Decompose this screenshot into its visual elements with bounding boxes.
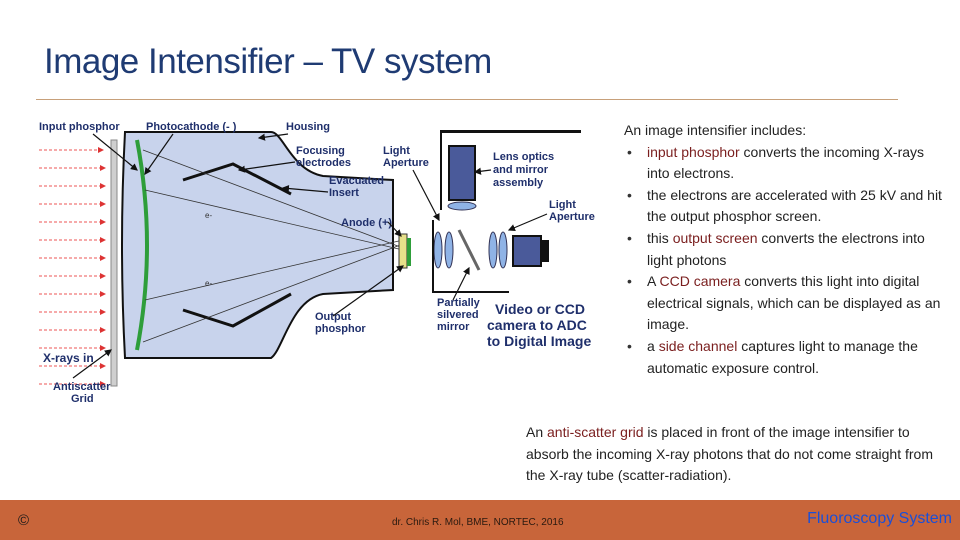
side-lens bbox=[447, 201, 477, 211]
list-item: • A CCD camera converts this light into d… bbox=[624, 271, 944, 336]
paragraph-pre: An bbox=[526, 424, 548, 440]
bullet-dot-icon: • bbox=[627, 337, 632, 354]
label-video-2: camera to ADC bbox=[487, 317, 587, 333]
copyright-icon: © bbox=[18, 512, 30, 529]
highlight-term: input phosphor bbox=[647, 143, 740, 160]
electron-symbol-1: e- bbox=[205, 211, 212, 220]
label-output-2: phosphor bbox=[315, 323, 366, 335]
list-intro: An image intensifier includes: bbox=[624, 122, 807, 138]
label-partially-3: mirror bbox=[437, 321, 470, 333]
label-output-1: Output bbox=[315, 311, 351, 323]
highlight-term: side channel bbox=[658, 337, 738, 354]
output-phosphor bbox=[407, 238, 411, 266]
anode bbox=[398, 233, 408, 269]
xray-arrows bbox=[39, 147, 106, 387]
antiscatter-paragraph: An anti-scatter grid is placed in front … bbox=[526, 422, 948, 487]
label-focusing-1: Focusing bbox=[296, 145, 345, 157]
list-item-text: captures light to manage the automatic e… bbox=[647, 337, 918, 376]
main-camera-back bbox=[541, 240, 549, 262]
label-video-3: to Digital Image bbox=[487, 333, 591, 349]
list-item: • a side channel captures light to manage… bbox=[624, 336, 944, 379]
lens-1 bbox=[433, 231, 443, 269]
label-light-aperture-2b: Aperture bbox=[549, 211, 595, 223]
label-anode: Anode (+) bbox=[341, 217, 392, 229]
title-divider bbox=[36, 99, 898, 100]
optics-housing bbox=[432, 220, 509, 293]
antiscatter-grid bbox=[110, 139, 118, 387]
highlight-term: output screen bbox=[672, 229, 758, 246]
label-photocathode: Photocathode (- ) bbox=[146, 121, 237, 133]
list-item: • the electrons are accelerated with 25 k… bbox=[624, 185, 944, 228]
bullet-dot-icon: • bbox=[627, 143, 632, 160]
label-lens-3: assembly bbox=[493, 177, 544, 189]
label-evacuated-1: Evacuated bbox=[329, 175, 384, 187]
electron-symbol-2: e- bbox=[205, 279, 212, 288]
label-antiscatter-2: Grid bbox=[71, 393, 94, 405]
light-aperture-frame bbox=[441, 130, 581, 133]
label-light-aperture-1b: Aperture bbox=[383, 157, 429, 169]
label-antiscatter-1: Antiscatter bbox=[53, 381, 111, 393]
label-input-phosphor: Input phosphor bbox=[39, 121, 120, 133]
focusing-electrode-bottom bbox=[182, 292, 292, 328]
side-channel-camera bbox=[448, 145, 476, 201]
lens-3 bbox=[488, 231, 498, 269]
highlight-term: anti-scatter grid bbox=[547, 424, 644, 440]
intensifier-components-list: An image intensifier includes: • input ph… bbox=[624, 120, 944, 379]
footer-bar: © dr. Chris R. Mol, BME, NORTEC, 2016 Fl… bbox=[0, 500, 960, 540]
label-xrays: X-rays in bbox=[43, 351, 94, 365]
bullet-dot-icon: • bbox=[627, 229, 632, 246]
lens-2 bbox=[444, 231, 454, 269]
list-item-text: converts the electrons into light photon… bbox=[647, 229, 925, 268]
list-item-text: converts this light into digital electri… bbox=[647, 273, 941, 333]
label-evacuated-2: Insert bbox=[329, 187, 359, 199]
list-item: • input phosphor converts the incoming X-… bbox=[624, 142, 944, 185]
label-light-aperture-1a: Light bbox=[383, 145, 410, 157]
list-item-pre: this bbox=[647, 229, 673, 246]
footer-brand: Fluoroscopy System bbox=[807, 510, 952, 527]
image-intensifier-diagram: e- e- Input phosphor Photocathode (- ) H… bbox=[33, 110, 603, 410]
list-item-text: the electrons are accelerated with 25 kV… bbox=[647, 186, 942, 225]
label-video-1: Video or CCD bbox=[495, 301, 585, 317]
label-partially-1: Partially bbox=[437, 297, 481, 309]
list-item-text: converts the incoming X-rays into electr… bbox=[647, 143, 925, 182]
input-phosphor-screen bbox=[135, 139, 149, 351]
highlight-term: CCD camera bbox=[659, 273, 741, 290]
label-light-aperture-2a: Light bbox=[549, 199, 576, 211]
leader-lines bbox=[72, 133, 548, 379]
footer-author: dr. Chris R. Mol, BME, NORTEC, 2016 bbox=[392, 517, 564, 528]
list-item-pre: a bbox=[647, 337, 659, 354]
label-partially-2: silvered bbox=[437, 309, 479, 321]
paragraph-text: is placed in front of the image intensif… bbox=[526, 424, 933, 484]
label-focusing-2: electrodes bbox=[296, 157, 351, 169]
slide-title: Image Intensifier – TV system bbox=[44, 42, 492, 81]
label-housing: Housing bbox=[286, 121, 330, 133]
focusing-electrode-top bbox=[182, 162, 292, 196]
bullet-dot-icon: • bbox=[627, 186, 632, 203]
electron-paths bbox=[142, 149, 404, 343]
partially-silvered-mirror bbox=[457, 229, 481, 271]
list-item-pre: A bbox=[647, 273, 660, 290]
intensifier-housing bbox=[121, 131, 394, 359]
lens-4 bbox=[498, 231, 508, 269]
main-camera bbox=[512, 235, 542, 267]
list-item: • this output screen converts the electro… bbox=[624, 228, 944, 271]
bullet-dot-icon: • bbox=[627, 273, 632, 290]
label-lens-1: Lens optics bbox=[493, 151, 554, 163]
label-lens-2: and mirror bbox=[493, 164, 549, 176]
